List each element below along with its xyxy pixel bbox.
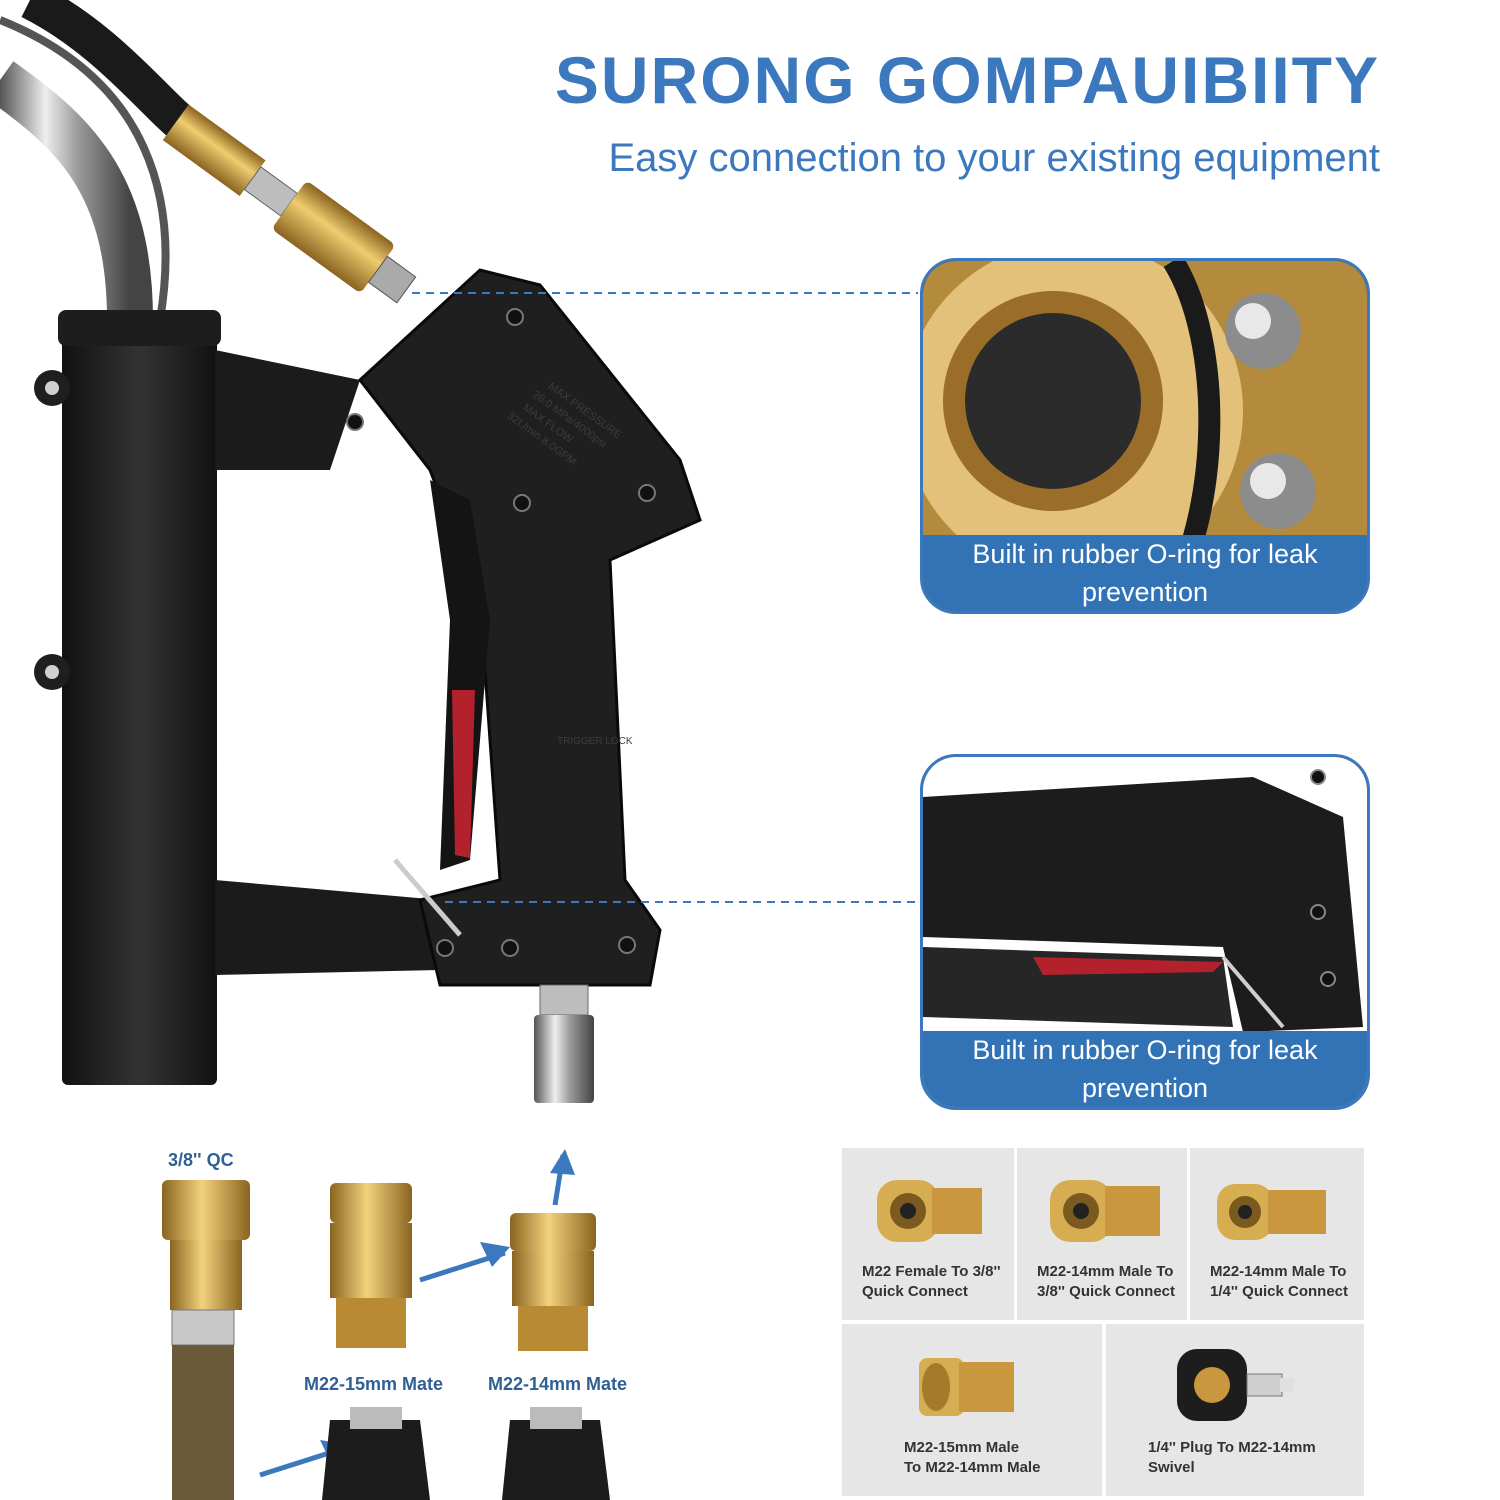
caption-2-line-2: prevention bbox=[1081, 1073, 1209, 1103]
outlet-plug bbox=[534, 1015, 594, 1103]
arrow-icon-3 bbox=[550, 1149, 575, 1175]
adapter-5-line-1: 1/4'' Plug To M22-14mm bbox=[1148, 1439, 1316, 1456]
adapter-1-line-2: Quick Connect bbox=[862, 1283, 968, 1300]
adapter-label: M22-15mm Male To M22-14mm Male bbox=[904, 1438, 1092, 1478]
qc-label: 3/8'' QC bbox=[168, 1150, 234, 1170]
adapter-label: 1/4'' Plug To M22-14mm Swivel bbox=[1148, 1438, 1354, 1478]
adapter-4-line-2: To M22-14mm Male bbox=[904, 1459, 1041, 1476]
adapter-cell: M22-14mm Male To 1/4'' Quick Connect bbox=[1190, 1148, 1364, 1320]
adapter-label: M22 Female To 3/8'' Quick Connect bbox=[862, 1262, 1004, 1302]
marking-trigger-lock: TRIGGER LOCK bbox=[557, 736, 633, 747]
adapter-3-image bbox=[1217, 1184, 1326, 1240]
m22-15-fitting bbox=[330, 1183, 412, 1223]
qc-coupler bbox=[162, 1180, 250, 1240]
adapter-5-line-2: Swivel bbox=[1148, 1459, 1195, 1476]
adapter-2-line-2: 3/8'' Quick Connect bbox=[1037, 1283, 1176, 1300]
adapter-4-image bbox=[919, 1358, 1014, 1416]
caption-1-line-2: prevention bbox=[1081, 577, 1209, 607]
m22-15-label: M22-15mm Mate bbox=[304, 1374, 444, 1394]
steel-wand bbox=[0, 61, 153, 321]
caption-2-line-1: Built in rubber O-ring for leak bbox=[972, 1035, 1318, 1065]
callout-card-trigger: Built in rubber O-ring for leak preventi… bbox=[920, 754, 1370, 1110]
pump-outlet-1 bbox=[322, 1420, 430, 1500]
adapter-cell: M22-15mm Male To M22-14mm Male bbox=[842, 1324, 1102, 1496]
spray-gun-illustration: MAX PRESSURE 28.0 MPa/4000psi MAX FLOW 3… bbox=[0, 0, 918, 1103]
m22-14-fitting bbox=[510, 1213, 596, 1251]
pump-outlet-2 bbox=[502, 1420, 610, 1500]
adapter-1-line-1: M22 Female To 3/8'' bbox=[862, 1263, 1001, 1280]
page-subtitle: Easy connection to your existing equipme… bbox=[608, 136, 1380, 180]
caption-1-line-1: Built in rubber O-ring for leak bbox=[972, 539, 1318, 569]
adapter-3-line-1: M22-14mm Male To bbox=[1210, 1263, 1347, 1280]
adapter-2-line-1: M22-14mm Male To bbox=[1037, 1263, 1174, 1280]
adapter-3-line-2: 1/4'' Quick Connect bbox=[1210, 1283, 1349, 1300]
adapter-5-image bbox=[1177, 1349, 1294, 1421]
adapter-cell: 1/4'' Plug To M22-14mm Swivel bbox=[1106, 1324, 1364, 1496]
side-handle bbox=[62, 310, 217, 1085]
adapter-1-image bbox=[877, 1180, 982, 1242]
trigger bbox=[430, 480, 490, 870]
gun-body bbox=[357, 268, 702, 987]
adapter-grid: M22 Female To 3/8'' Quick Connect M22-14… bbox=[842, 1148, 1364, 1496]
red-lock-icon bbox=[452, 690, 475, 858]
adapter-2-image bbox=[1050, 1180, 1160, 1242]
adapter-cell: M22-14mm Male To 3/8'' Quick Connect bbox=[1017, 1148, 1187, 1320]
adapter-label: M22-14mm Male To 3/8'' Quick Connect bbox=[1037, 1262, 1177, 1302]
callout-caption-1: Built in rubber O-ring for leak preventi… bbox=[923, 535, 1367, 611]
m22-14-label: M22-14mm Mate bbox=[488, 1374, 628, 1394]
arrow-icon-2 bbox=[480, 1242, 510, 1267]
page-title: SURONG GOMPAUIBIITY bbox=[554, 43, 1380, 117]
callout-card-oring: Built in rubber O-ring for leak preventi… bbox=[920, 258, 1370, 614]
adapter-label: M22-14mm Male To 1/4'' Quick Connect bbox=[1210, 1262, 1354, 1302]
fittings-illustration bbox=[162, 1149, 610, 1500]
callout-caption-2: Built in rubber O-ring for leak preventi… bbox=[923, 1031, 1367, 1107]
adapter-4-line-1: M22-15mm Male bbox=[904, 1439, 1020, 1456]
quick-coupler bbox=[273, 182, 394, 292]
adapter-cell: M22 Female To 3/8'' Quick Connect bbox=[842, 1148, 1014, 1320]
hose-crimp bbox=[162, 104, 266, 197]
